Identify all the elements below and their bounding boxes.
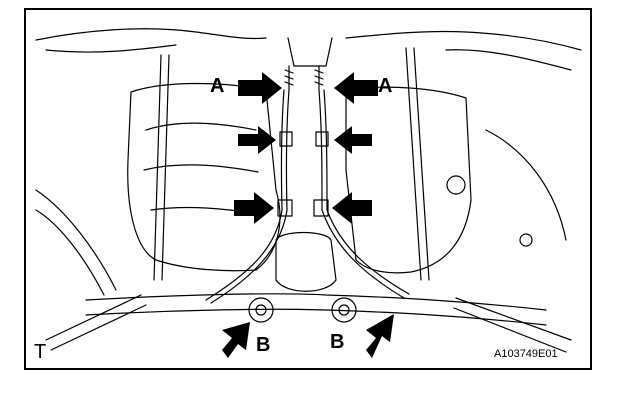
fastener-right-1 xyxy=(446,175,466,195)
view-letter: T xyxy=(34,341,47,363)
arrow-left-icon xyxy=(332,192,372,224)
tank-ridge-1 xyxy=(145,122,257,131)
suspension-left xyxy=(35,189,117,291)
arm-left xyxy=(45,294,147,351)
arrow-left-icon xyxy=(334,126,372,154)
diagram-frame: A A B B T A103749E01 xyxy=(24,8,592,370)
suspension-left-b xyxy=(35,209,105,296)
cable-left xyxy=(205,89,285,301)
clamp-lower-right xyxy=(313,199,329,217)
cable-right-b xyxy=(323,89,410,295)
wheel-housing-right xyxy=(485,129,567,241)
clamp-upper-right xyxy=(315,131,329,147)
bushing-left-inner xyxy=(255,304,267,316)
clamp-upper-left xyxy=(279,131,293,147)
callout-a-left: A xyxy=(210,75,225,97)
bushing-right xyxy=(331,297,357,323)
clamp-lower-left xyxy=(277,199,293,217)
callout-b-left: B xyxy=(256,334,271,356)
chassis-top-right xyxy=(345,30,582,51)
chassis-upper-right xyxy=(445,49,572,71)
arrow-up-right-icon xyxy=(222,322,250,358)
arrow-left-icon xyxy=(334,72,378,104)
fuel-tank-right xyxy=(345,86,472,274)
spring-left xyxy=(284,65,294,91)
reference-code: A103749E01 xyxy=(494,348,558,360)
crossmember-b xyxy=(85,308,547,326)
cable-right xyxy=(318,89,405,299)
crossmember xyxy=(85,293,547,311)
arrow-right-icon xyxy=(238,126,276,154)
center-housing xyxy=(275,231,337,292)
fastener-right-2 xyxy=(519,233,533,247)
center-bracket-top xyxy=(287,37,333,67)
callout-a-right: A xyxy=(378,75,393,97)
bushing-right-inner xyxy=(338,304,350,316)
arrow-up-right-icon xyxy=(366,314,394,358)
fuel-tank xyxy=(127,82,281,272)
arm-right xyxy=(453,297,572,353)
arrow-right-icon xyxy=(238,72,282,104)
chassis-top-left xyxy=(35,28,267,41)
arrow-right-icon xyxy=(234,192,274,224)
cable-left-b xyxy=(210,89,290,304)
arrows xyxy=(222,72,394,358)
left-rod xyxy=(153,54,170,281)
tank-ridge-2 xyxy=(143,164,259,173)
chassis-upper-left xyxy=(45,44,177,53)
callout-b-right: B xyxy=(330,331,345,353)
right-rod xyxy=(405,47,430,281)
spring-right xyxy=(314,65,324,91)
bushing-left xyxy=(248,297,274,323)
undercarriage-drawing xyxy=(35,28,582,358)
